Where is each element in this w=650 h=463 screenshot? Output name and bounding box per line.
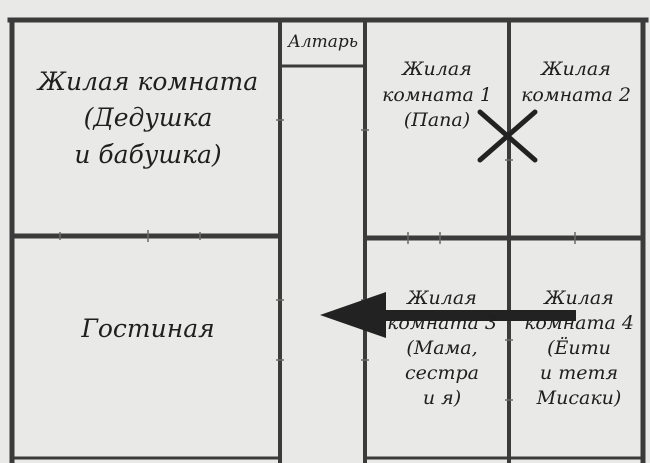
room-4-label: Жилая комната 4 (Ёити и тетя Мисаки) [514, 286, 644, 411]
room-2-line1: Жилая [541, 58, 611, 80]
room-3-line1: Жилая [407, 287, 477, 309]
room-4-line3: (Ёити [547, 337, 611, 360]
room-3-line5: и я) [422, 387, 462, 410]
room-3-line3: (Мама, [406, 337, 478, 360]
room-grandparents-line3: и бабушка) [74, 139, 222, 169]
room-4-line1: Жилая [544, 287, 614, 309]
room-guest-name: Гостиная [81, 314, 215, 343]
room-guest-label: Гостиная [60, 314, 236, 344]
room-1-line2: комната 1 [382, 83, 492, 106]
room-3-line2: комната 3 [387, 312, 497, 335]
room-grandparents-label: Жилая комната (Дедушка и бабушка) [30, 64, 266, 173]
room-1-line3: (Папа) [403, 109, 471, 132]
room-2-label: Жилая комната 2 [512, 57, 640, 108]
room-3-line4: сестра [404, 362, 480, 385]
room-4-line2: комната 4 [524, 312, 634, 335]
room-2-line2: комната 2 [521, 83, 631, 106]
room-altar-name: Алтарь [287, 32, 359, 52]
room-altar-label: Алтарь [285, 32, 361, 52]
room-4-line5: Мисаки) [536, 387, 622, 410]
room-1-label: Жилая комната 1 (Папа) [372, 57, 502, 134]
room-1-line1: Жилая [402, 58, 472, 80]
room-grandparents-line2: (Дедушка [83, 103, 213, 133]
cross-mark-icon [477, 109, 538, 163]
room-4-line4: и тетя [539, 362, 619, 385]
arrow-left-icon [320, 292, 576, 338]
room-3-label: Жилая комната 3 (Мама, сестра и я) [372, 286, 512, 411]
room-grandparents-line1: Жилая комната [37, 67, 259, 96]
